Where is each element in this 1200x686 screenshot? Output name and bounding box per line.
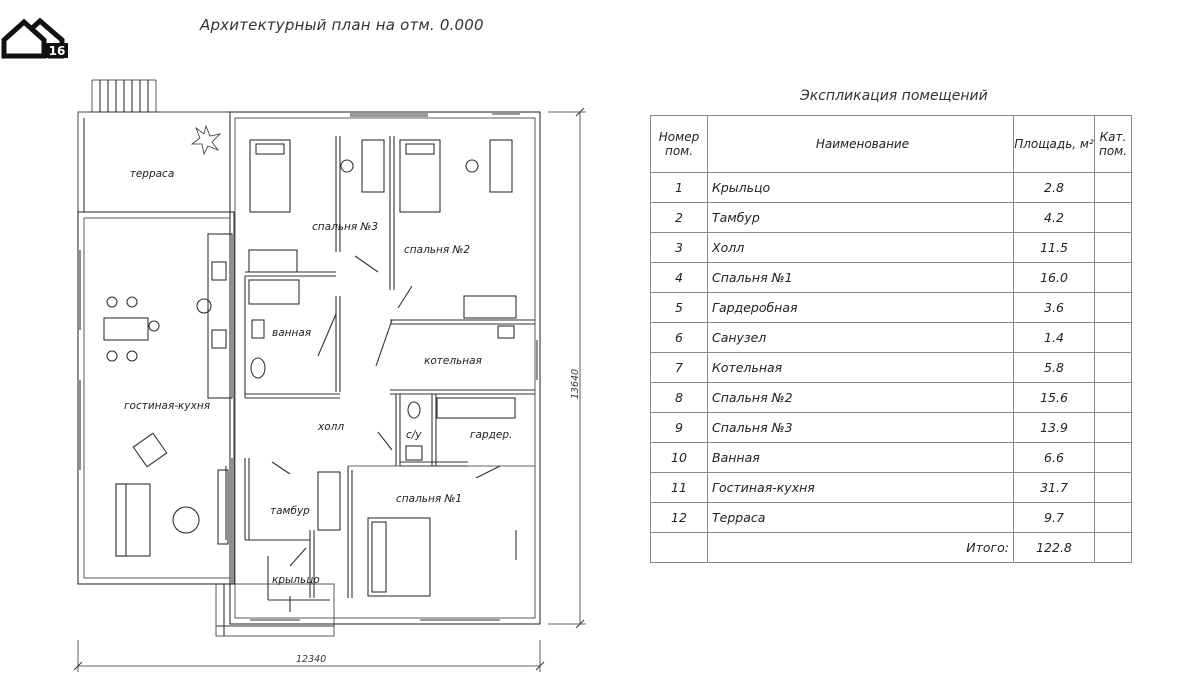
room-label-bedroom2: спальня №2 — [404, 244, 470, 256]
row-area: 31.7 — [1013, 472, 1095, 503]
row-name: Спальня №1 — [707, 262, 1014, 293]
row-area: 5.8 — [1013, 352, 1095, 383]
row-num: 4 — [650, 262, 708, 293]
row-name: Ванная — [707, 442, 1014, 473]
row-name: Терраса — [707, 502, 1014, 533]
row-cat — [1094, 202, 1132, 233]
row-cat — [1094, 232, 1132, 263]
row-num: 7 — [650, 352, 708, 383]
row-area: 13.9 — [1013, 412, 1095, 443]
room-label-bedroom3: спальня №3 — [312, 221, 378, 233]
row-cat — [1094, 382, 1132, 413]
row-name: Спальня №2 — [707, 382, 1014, 413]
room-label-living-kitchen: гостиная-кухня — [124, 400, 210, 412]
room-label-hall: холл — [317, 421, 344, 433]
total-label: Итого: — [707, 532, 1014, 563]
row-name: Спальня №3 — [707, 412, 1014, 443]
row-area: 6.6 — [1013, 442, 1095, 473]
row-num: 11 — [650, 472, 708, 503]
dimension-width: 12340 — [296, 654, 326, 665]
table-title: Экспликация помещений — [800, 88, 988, 104]
row-cat — [1094, 442, 1132, 473]
row-cat — [1094, 172, 1132, 203]
header-num: Номер пом. — [650, 115, 708, 173]
floor-plan: терраса спальня №3 спальня №2 ванная кот… — [73, 79, 586, 672]
total-value: 122.8 — [1013, 532, 1095, 563]
row-area: 9.7 — [1013, 502, 1095, 533]
room-label-vestibule: тамбур — [270, 505, 310, 517]
row-cat — [1094, 352, 1132, 383]
room-label-wc: с/у — [406, 429, 422, 441]
row-area: 3.6 — [1013, 292, 1095, 323]
row-area: 1.4 — [1013, 322, 1095, 353]
row-name: Холл — [707, 232, 1014, 263]
room-label-porch: крыльцо — [272, 574, 320, 586]
row-cat — [1094, 262, 1132, 293]
room-label-boiler: котельная — [424, 355, 482, 367]
total-empty-cell — [650, 532, 708, 563]
row-num: 1 — [650, 172, 708, 203]
dimension-height: 13640 — [570, 369, 581, 399]
row-num: 8 — [650, 382, 708, 413]
house-logo: 16 — [1, 17, 68, 59]
row-area: 15.6 — [1013, 382, 1095, 413]
row-num: 5 — [650, 292, 708, 323]
row-num: 3 — [650, 232, 708, 263]
row-cat — [1094, 502, 1132, 533]
row-num: 9 — [650, 412, 708, 443]
row-area: 4.2 — [1013, 202, 1095, 233]
row-num: 10 — [650, 442, 708, 473]
logo-number: 16 — [49, 44, 66, 58]
room-label-terrace: терраса — [130, 168, 175, 180]
header-area: Площадь, м² — [1013, 115, 1095, 173]
header-name: Наименование — [707, 115, 1014, 173]
row-name: Гостиная-кухня — [707, 472, 1014, 503]
explication-table: Номер пом. Наименование Площадь, м² Кат.… — [650, 115, 1132, 563]
row-num: 2 — [650, 202, 708, 233]
row-name: Гардеробная — [707, 292, 1014, 323]
row-area: 11.5 — [1013, 232, 1095, 263]
room-label-wardrobe: гардер. — [470, 429, 512, 441]
row-area: 2.8 — [1013, 172, 1095, 203]
row-area: 16.0 — [1013, 262, 1095, 293]
row-cat — [1094, 292, 1132, 323]
plan-title: Архитектурный план на отм. 0.000 — [200, 16, 484, 34]
row-name: Котельная — [707, 352, 1014, 383]
room-label-bedroom1: спальня №1 — [396, 493, 462, 505]
table-total-row: Итого:122.8 — [650, 532, 1132, 563]
row-cat — [1094, 472, 1132, 503]
row-name: Санузел — [707, 322, 1014, 353]
row-name: Крыльцо — [707, 172, 1014, 203]
room-label-bathroom: ванная — [272, 327, 311, 339]
row-num: 12 — [650, 502, 708, 533]
row-num: 6 — [650, 322, 708, 353]
row-name: Тамбур — [707, 202, 1014, 233]
row-cat — [1094, 322, 1132, 353]
header-cat: Кат. пом. — [1094, 115, 1132, 173]
row-cat — [1094, 412, 1132, 443]
table-header-row: Номер пом. Наименование Площадь, м² Кат.… — [650, 115, 1132, 173]
total-cat-cell — [1094, 532, 1132, 563]
